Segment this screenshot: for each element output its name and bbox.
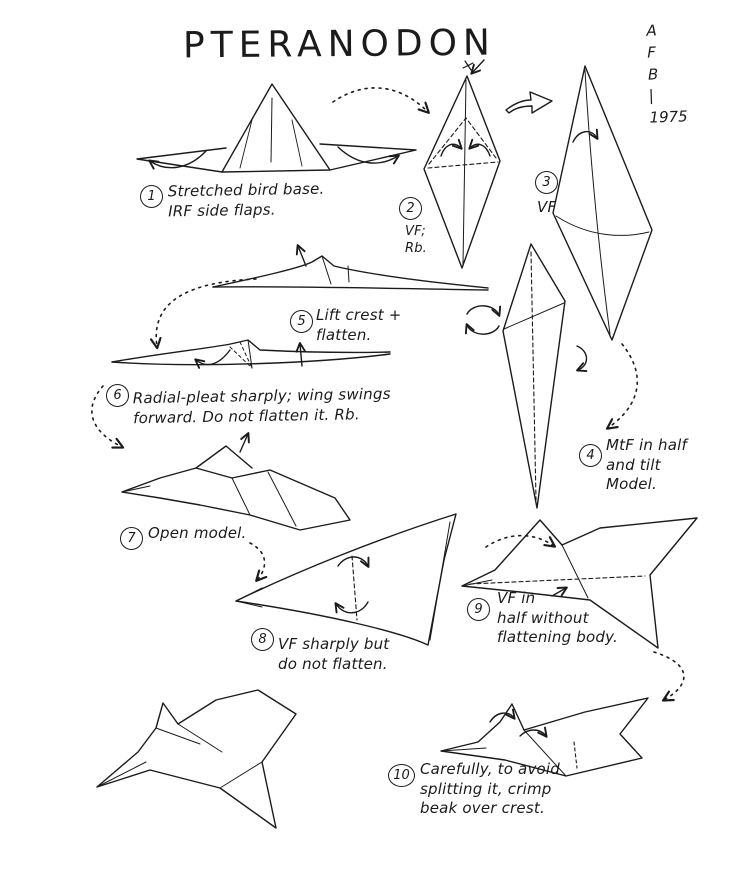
- figure-step5-crest-lift: [212, 244, 489, 291]
- step-5-text: Lift crest + flatten.: [316, 306, 402, 344]
- dotted-connector-5-6: [149, 278, 257, 350]
- fold-over-arrow-top-icon: [337, 556, 370, 568]
- step-6-text: Radial-pleat sharply; wing swings forwar…: [132, 384, 391, 427]
- apex-arrow-icon: [470, 59, 485, 75]
- step-6-badge: 6: [106, 384, 129, 407]
- dotted-connector-9-10: [653, 651, 685, 702]
- fold-over-arrow-bottom-icon: [334, 601, 369, 614]
- dotted-connector-7-8: [249, 542, 268, 582]
- apex-x-mark-icon: [462, 60, 474, 71]
- figure-step8-vf-wing: [235, 513, 457, 646]
- dotted-connector-6-7: [91, 385, 125, 449]
- author-signature: A F B | 1975: [646, 21, 688, 127]
- figure-step2-kite: [423, 59, 501, 269]
- step-1-text: Stretched bird base. IRF side flaps.: [167, 179, 325, 220]
- swing-arrow-icon: [295, 342, 306, 367]
- figure-step6-radial-pleat: [111, 339, 391, 369]
- pleat-arrow-icon: [194, 349, 231, 369]
- step-1-badge: 1: [140, 185, 163, 208]
- fold-arrow-left-icon: [148, 150, 207, 170]
- mountain-fold-arrow-icon: [576, 345, 588, 372]
- step-3-badge: 3: [535, 171, 558, 194]
- open-arrow-icon: [239, 432, 250, 453]
- figure-step7-open-model: [121, 432, 351, 531]
- figure-step9-half-fold: [461, 517, 698, 649]
- dotted-connector-3-4: [605, 343, 638, 430]
- figure-step1-stretched-bird-base: [136, 83, 417, 173]
- step-4-badge: 4: [579, 444, 602, 467]
- step-3-text: VF: [537, 198, 557, 216]
- step-arrow-2-3-icon: [505, 91, 553, 114]
- figure-step10-crimp-beak: [440, 697, 649, 777]
- crimp-arrow-1-icon: [489, 708, 516, 723]
- step-8-text: VF sharply but do not flatten.: [278, 635, 390, 673]
- valley-arrow-icon: [572, 128, 599, 143]
- rotate-symbol-icon: [464, 305, 502, 335]
- figure-finished-pteranodon: [96, 689, 297, 829]
- step-10-badge: 10: [388, 764, 415, 787]
- step-4-text: MtF in half and tilt Model.: [606, 436, 688, 493]
- dotted-connector-8-9: [485, 534, 557, 548]
- step-2-text: VF; Rb.: [405, 224, 428, 256]
- lift-arrow-icon: [295, 244, 307, 267]
- page-title: PTERANODON: [182, 22, 497, 67]
- body-arrow-icon: [551, 586, 568, 597]
- figure-step4-halved-form: [502, 243, 588, 509]
- step-7-badge: 7: [120, 527, 143, 550]
- step-10-text: Carefully, to avoid splitting it, crimp …: [420, 760, 560, 817]
- step-9-badge: 9: [467, 598, 490, 621]
- step-7-text: Open model.: [148, 524, 247, 542]
- figure-step3-tall-kite: [552, 65, 653, 341]
- step-8-badge: 8: [251, 628, 274, 651]
- step-9-text: VF in half without flattening body.: [497, 589, 619, 646]
- step-2-badge: 2: [399, 197, 422, 220]
- crimp-arrow-2-icon: [519, 726, 548, 738]
- fold-arrow-right-icon: [337, 146, 400, 165]
- step-5-badge: 5: [290, 310, 313, 333]
- petal-arrow-left-icon: [440, 138, 463, 157]
- petal-arrow-right-icon: [468, 138, 491, 157]
- dotted-connector-1-2: [332, 87, 430, 114]
